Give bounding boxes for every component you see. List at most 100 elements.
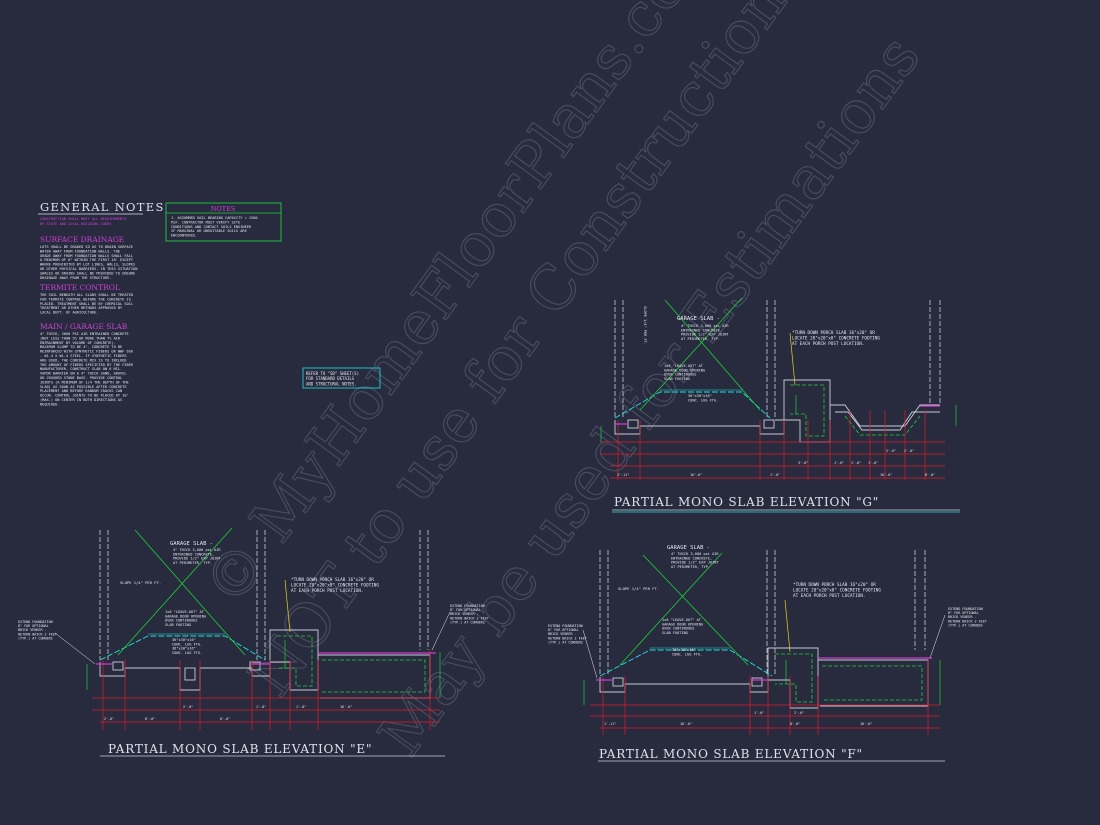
elev-e-title: PARTIAL MONO SLAB ELEVATION "E" [108, 742, 372, 756]
elev-f-dim-label: 16'-0" [860, 722, 872, 726]
notes-box: NOTES 1. ASSUMMED SOIL BEARING CAPACITY … [165, 202, 282, 242]
elev-e-garage-slab: GARAGE SLAB - [170, 541, 213, 547]
elev-e-dim-label: 8'-0" [145, 717, 155, 721]
elev-f-ext-left-line: 8" FOR OPTIONAL [548, 628, 579, 632]
elev-g-spec-line: 4" THICK 3,000 psi AIR [681, 324, 729, 328]
main-garage-slab-line: REINFORCED WITH SYNTHETIC FIBERS OR WWF … [40, 350, 133, 354]
elev-e-dim-label: 1'-0" [256, 705, 266, 709]
elev-e-spec-line: ENTRAINED CONCRETE, [173, 552, 214, 556]
elev-e-leave-out-line: SLAB FOOTING [165, 623, 191, 627]
elev-g-dim-label: 16'-0" [880, 473, 892, 477]
main-garage-slab-line: OCCUR. CONTROL JOINTS TO BE PLACED AT 10… [40, 394, 129, 398]
main-garage-slab-line: (NOT LESS THAN 5% OR MORE THAN 7% AIR [40, 336, 121, 340]
elev-e-spec-line: 4" THICK 3,000 psi AIR [173, 548, 221, 552]
surface-drainage-line: LOTS SHALL BE GRADED SO AS TO DRAIN SURF… [40, 245, 133, 249]
elev-f-dim-label: 2'-0" [794, 711, 804, 715]
elev-f-ext-left-line: BRICK VENEER - [548, 632, 577, 636]
elev-e-ext-left-line: EXTEND FOUNDATION [18, 620, 53, 624]
elev-f-porch-note-line: *TURN DOWN PORCH SLAB 16"x20" OR [793, 582, 876, 588]
elev-f-ext-right-line: (TYP.) AT CORNERS [948, 623, 983, 627]
elev-f-dim-label: 1'-11" [604, 722, 616, 726]
elev-e-ext-left-line: BRICK VENEER - [18, 628, 47, 632]
elev-f-spec-line: AT PERIMETER, TYP. [671, 565, 710, 569]
refer-box-line: FOR STANDARD DETAILS [306, 376, 355, 381]
notes-box-line: CONDITIONS AND CONTACT SOILS ENGINEER [171, 225, 252, 229]
elev-e-footing-line: CONC. LUG FTG. [172, 651, 202, 655]
elev-f-footing-line: CONC. LUG FTG. [672, 652, 702, 656]
surface-drainage-line: GRADE AWAY FROM FOUNDATION WALLS SHALL F… [40, 254, 133, 258]
notes-box-line: IF MARGINAL OR UNSUITABLE SOILS ARE [171, 229, 247, 233]
elev-f-footing-line: 36"x30"x16" [672, 648, 696, 652]
elev-f-ext-right-line: 8" FOR OPTIONAL [948, 611, 979, 615]
elev-e-ext-right-line: (TYP.) AT CORNERS [450, 620, 485, 624]
elev-g-leave-out-line: 1x6 "LEAVE-OUT" AT [664, 364, 704, 368]
general-notes-intro-1: CONSTRUCTION SHALL MEET ALL REQUIREMENTS [40, 217, 127, 221]
surface-drainage-line: SWALES OR DRAINS SHALL BE PROVIDED TO EN… [40, 271, 135, 275]
surface-drainage-line: WATER AWAY FROM FOUNDATION WALLS. THE [40, 249, 120, 253]
elev-f-ext-right-line: EXTEND FOUNDATION [948, 607, 983, 611]
main-garage-slab-line: JOINTS (A MINIMUM OF 1/4 THE DEPTH OF TH… [40, 380, 129, 384]
refer-box: REFER TO "SD" SHEET(S)FOR STANDARD DETAI… [302, 367, 381, 389]
elev-e-ext-left-line: 8" FOR OPTIONAL [18, 624, 49, 628]
elev-f-leave-out-line: GARAGE DOOR OPENING [662, 622, 703, 626]
elev-e-footing-line: 36"x30"x16" [172, 638, 196, 642]
elev-e-spec-line: AT PERIMETER, TYP. [173, 561, 212, 565]
elev-e-leave-out-line: 1x6 "LEAVE-OUT" AT [165, 610, 205, 614]
elev-g-dim-label: 8'-0" [925, 473, 935, 477]
elev-f-spec-line: ENTRAINED CONCRETE, [671, 556, 712, 560]
elev-e-dim-label: 1'-0" [296, 705, 306, 709]
elev-g-dim-label: 16'-6" [690, 473, 702, 477]
elev-g-leave-out-line: OVER CONTINUOUS [664, 373, 696, 377]
elev-g-porch-note-line: AT EACH PORCH POST LOCATION. [792, 341, 864, 347]
notes-box-title: NOTES [211, 205, 236, 213]
main-garage-slab-line: 4" THICK, 3000 PSI AIR ENTRAINED CONCRET… [40, 332, 129, 336]
elev-e-spec-line: PROVIDE 1/2" EXP JOINT [173, 557, 221, 561]
refer-box-text: REFER TO "SD" SHEET(S)FOR STANDARD DETAI… [306, 371, 359, 386]
main-garage-slab-line: THE AMOUNT OF FIBERS SPECIFIED BY THE FI… [40, 363, 134, 367]
elevation-f: SLOPE 1/4" PER FT. GARAGE SLAB - 4" THIC… [548, 545, 987, 762]
main-garage-slab-line: REQUIRED. [40, 402, 59, 406]
elev-g-dim-label: 2'-0" [904, 449, 914, 453]
elev-g-spec-line: AT PERIMETER, TYP. [681, 337, 720, 341]
elev-f-porch-note-line: LOCATE 20"x20"x8" CONCRETE FOOTING [793, 588, 881, 594]
elev-g-dim-label: 1'-0" [868, 461, 878, 465]
elev-e-ext-right-line: 8" FOR OPTIONAL [450, 608, 481, 612]
elev-e-dim-label: 2'-6" [104, 717, 114, 721]
elev-e-leave-out-line: OVER CONTINUOUS [165, 619, 197, 623]
elev-e-dim-label: 2'-0" [183, 705, 193, 709]
elev-e-porch-note-line: AT EACH PORCH POST LOCATION. [291, 588, 363, 594]
surface-drainage-line: WHERE PROHIBITED BY LOT LINES, WALLS, SL… [40, 263, 135, 267]
elev-e-footing-line: 36"x30"x16" [172, 647, 196, 651]
elev-f-spec-line: 4" THICK 3,000 psi AIR [671, 552, 719, 556]
elev-g-spec-line: ENTRAINED CONCRETE, [681, 328, 722, 332]
notes-box-line: 1. ASSUMMED SOIL BEARING CAPACITY = 1500 [171, 216, 258, 220]
elev-e-dim-label: 8'-0" [220, 717, 230, 721]
elev-e-leave-out-line: GARAGE DOOR OPENING [165, 614, 206, 618]
elev-g-leave-out-line: SLAB FOOTING [664, 377, 690, 381]
watermark-group: © MyHomeFloorPlans.com NOT to use for Co… [190, 0, 935, 769]
notes-box-line: ENCOUNTERED. [171, 234, 197, 238]
elev-e-ext-right-line: EXTEND FOUNDATION [450, 604, 485, 608]
elev-g-dim-label: 3'-0" [798, 461, 808, 465]
notes-box-line: PSF. CONTRACTOR MUST VERIFY SITE [171, 220, 240, 224]
elevation-e: SLOPE 1/4" PER FT. GARAGE SLAB - 4" THIC… [18, 527, 489, 757]
main-garage-slab-line: ENTRAINMENT BY VOLUME OF CONCRETE). [40, 341, 116, 345]
elev-e-ext-right-line: RETURN BRICK 2 FEET [450, 616, 489, 620]
main-garage-slab-line: MANUFACTURER. CONSTRUCT SLAB ON 6 MIL. [40, 367, 122, 371]
elev-g-dim-label: 1'-0" [851, 461, 861, 465]
elev-g-dim-label: 1'-0" [834, 461, 844, 465]
elev-f-garage-slab: GARAGE SLAB - [667, 545, 710, 551]
main-garage-slab-line: ARE USED, THE CONCRETE MIX IS TO INCLUDE [40, 358, 127, 362]
main-garage-slab-line: PLACEMENT AND BEFORE RANDOM CRACKS CAN [40, 389, 122, 393]
elev-f-leave-out-line: 1x6 "LEAVE-OUT" AT [662, 618, 702, 622]
section-heading-surface-drainage: SURFACE DRAINAGE [40, 235, 124, 244]
elev-g-garage-slab: GARAGE SLAB - [677, 316, 720, 322]
elev-e-ext-left-line: RETURN BRICK 2 FEET [18, 632, 57, 636]
elev-e-slope: SLOPE 1/4" PER FT. [120, 580, 161, 585]
elev-e-porch-note-line: LOCATE 20"x20"x8" CONCRETE FOOTING [291, 583, 379, 589]
elev-f-leave-out-line: SLAB FOOTING [662, 631, 688, 635]
main-garage-slab-line: (MAX.) ON CENTER IN BOTH DIRECTIONS AS [40, 398, 122, 402]
general-notes-intro-2: BY STATE AND LOCAL BUILDING CODES [40, 222, 111, 226]
main-garage-slab-line: OR CRUSHED STONE BASE. PROVIDE CONTROL [40, 376, 122, 380]
